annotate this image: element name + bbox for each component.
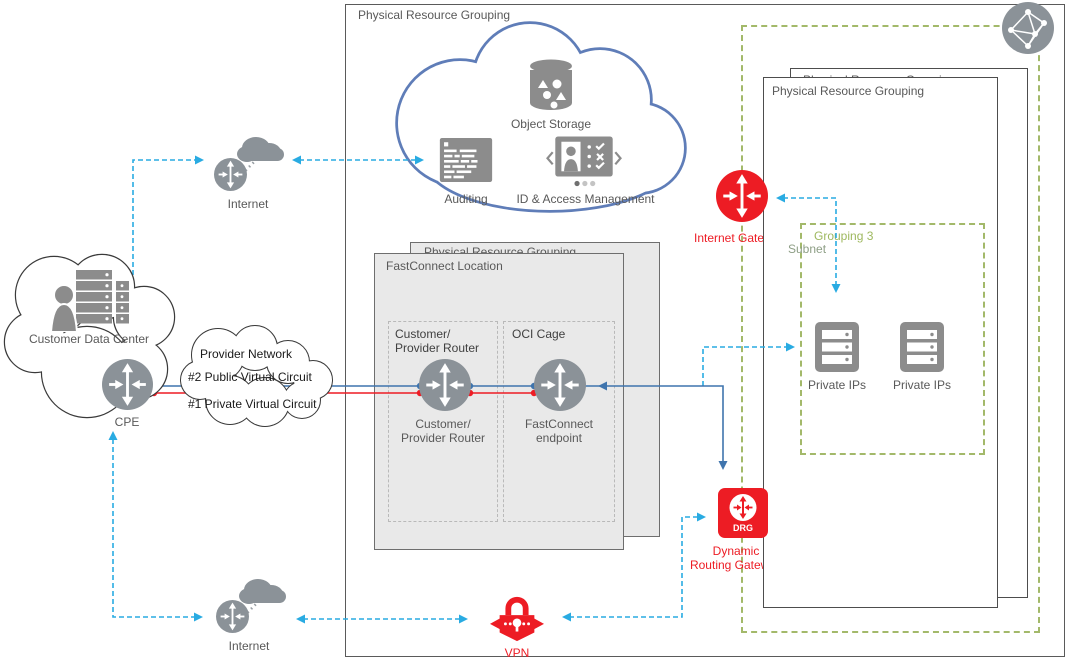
oci-cage-box bbox=[503, 321, 615, 522]
internet-gateway-icon bbox=[716, 170, 768, 222]
outer-resource-group-box bbox=[345, 4, 1065, 657]
provider-network-title: Provider Network bbox=[199, 347, 293, 361]
oci-cloud-shape bbox=[395, 21, 687, 213]
internet-gateway-label-clip: Internet Gateway bbox=[692, 231, 763, 246]
oci-cage-title: OCI Cage bbox=[512, 327, 566, 341]
customer-provider-router-caption: Customer/ Provider Router bbox=[400, 417, 486, 445]
subnet-dashed-box bbox=[800, 223, 985, 455]
right-front-group-title: Physical Resource Grouping bbox=[772, 84, 925, 98]
fastconnect-endpoint-caption: FastConnect endpoint bbox=[524, 417, 594, 445]
internet-bottom-icon bbox=[216, 579, 286, 633]
vpn-label: VPN bbox=[504, 646, 530, 660]
private-ips-left-label: Private IPs bbox=[807, 378, 867, 392]
customer-provider-cage-box bbox=[388, 321, 498, 522]
iam-label: ID & Access Management bbox=[516, 192, 655, 206]
drg-label: Dynamic Routing Gateway bbox=[689, 544, 763, 572]
customer-provider-router-icon bbox=[419, 359, 471, 411]
vpn-lock-icon bbox=[490, 596, 544, 642]
right-front-group-box bbox=[763, 77, 998, 608]
fastconnect-location-title: FastConnect Location bbox=[386, 259, 503, 273]
internet-gateway-label: Internet Gateway bbox=[694, 231, 763, 245]
drg-badge: DRG bbox=[733, 523, 753, 533]
customer-provider-cage-title: Customer/ Provider Router bbox=[395, 327, 480, 355]
provider-network-cloud-shape bbox=[180, 325, 333, 427]
fastconnect-location-box bbox=[374, 253, 624, 550]
private-ips-right-label: Private IPs bbox=[892, 378, 952, 392]
drg-icon bbox=[718, 488, 768, 538]
auditing-icon bbox=[439, 138, 493, 182]
drg-label-clip: Dynamic Routing Gateway bbox=[679, 544, 763, 574]
outer-resource-group-title: Physical Resource Grouping bbox=[358, 8, 511, 22]
object-storage-label: Object Storage bbox=[510, 117, 592, 131]
fastconnect-endpoint-icon bbox=[534, 359, 586, 411]
auditing-label: Auditing bbox=[444, 192, 488, 206]
customer-dc-icon bbox=[50, 270, 129, 332]
public-circuit-label: #2 Public Virtual Circuit bbox=[188, 370, 312, 384]
private-circuit-label: #1 Private Virtual Circuit bbox=[188, 397, 317, 411]
cpe-router-icon bbox=[102, 359, 153, 410]
grouping3-label: Grouping 3 bbox=[814, 229, 874, 243]
olive-dashed-group-box bbox=[741, 25, 1040, 633]
object-storage-icon bbox=[530, 59, 572, 110]
internet-top-label: Internet bbox=[227, 197, 269, 211]
subnet-label: Subnet bbox=[788, 242, 827, 256]
internet-top-icon bbox=[214, 137, 284, 191]
iam-icon bbox=[546, 136, 622, 187]
virtual-network-icon bbox=[1002, 2, 1054, 54]
cpe-label: CPE bbox=[114, 415, 140, 429]
customer-dc-label: Customer Data Center bbox=[28, 332, 150, 346]
internet-bottom-label: Internet bbox=[228, 639, 270, 653]
